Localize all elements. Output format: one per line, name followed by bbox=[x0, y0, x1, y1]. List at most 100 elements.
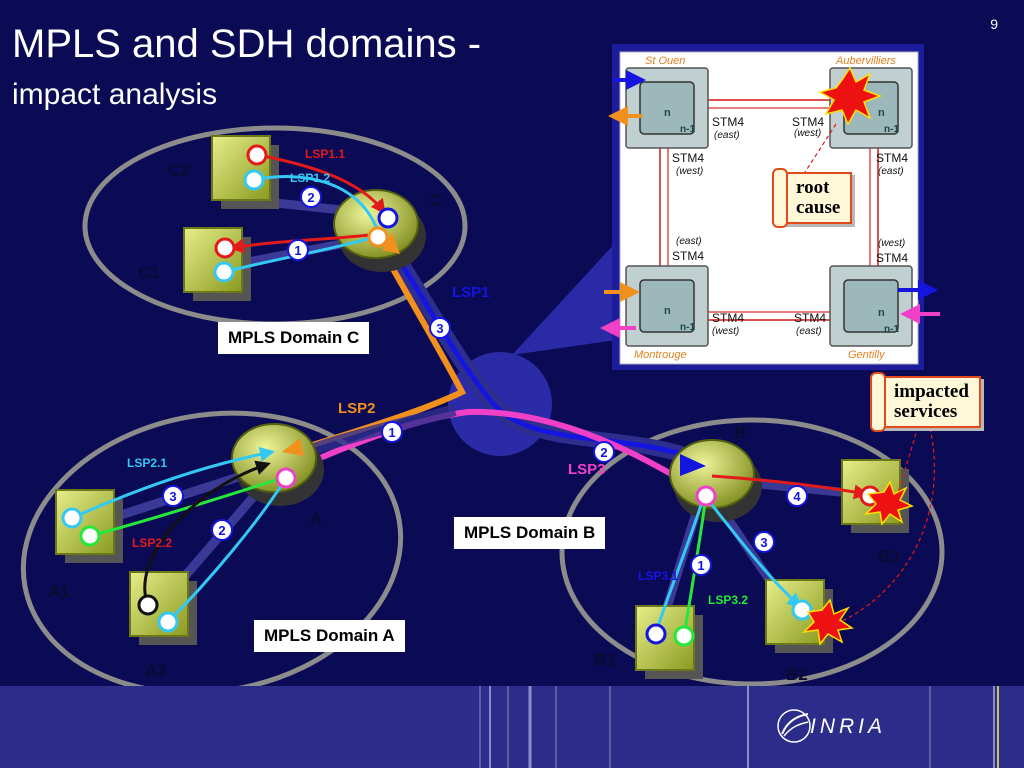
link-number-a-a2: 2 bbox=[218, 523, 225, 538]
lsp-label-lsp1: LSP1 bbox=[452, 284, 490, 301]
link-badge-a-a1 bbox=[162, 485, 184, 507]
router-a bbox=[231, 423, 324, 506]
lsp1-arrowhead bbox=[680, 454, 706, 476]
lsp2-1-path bbox=[71, 446, 275, 520]
sdh-dir-aub-east: (east) bbox=[878, 166, 904, 177]
lsp2-arrowhead bbox=[282, 438, 304, 456]
node-label-a1: A1 bbox=[48, 582, 70, 601]
lsp-label-lsp3: LSP3 bbox=[568, 461, 606, 478]
slide-title: MPLS and SDH domains - bbox=[12, 22, 482, 66]
link-number-b-mid: 2 bbox=[600, 445, 607, 460]
link-number-b-b3: 4 bbox=[793, 489, 801, 504]
b3-red-path bbox=[711, 474, 869, 500]
sdh-n-gent: n bbox=[878, 307, 885, 319]
link-number-c-c1: 1 bbox=[294, 243, 301, 258]
link-badge-a-mid bbox=[381, 421, 403, 443]
lsp-label-lsp1-1: LSP1.1 bbox=[305, 147, 345, 161]
lsp1-up-arrowhead bbox=[382, 232, 400, 254]
impacted-line2: services bbox=[894, 401, 958, 422]
link-number-b-b2: 3 bbox=[760, 535, 767, 550]
sdh-stm4-stouen-west: STM4 bbox=[672, 151, 704, 165]
lsp1-1-path bbox=[257, 153, 386, 215]
sdh-n-aub: n bbox=[878, 107, 885, 119]
link-badge-b-b3 bbox=[786, 485, 808, 507]
c1-red-path bbox=[229, 232, 379, 254]
inria-logo-icon bbox=[777, 709, 811, 743]
node-label-c1: C1 bbox=[138, 263, 160, 282]
b2-cyan-path bbox=[706, 499, 803, 608]
link-number-c-c2: 2 bbox=[307, 190, 314, 205]
impacted-line1: impacted bbox=[894, 381, 969, 402]
link-number-b-b1: 1 bbox=[697, 558, 704, 573]
lsp-label-lsp2: LSP2 bbox=[338, 400, 376, 417]
link-badge-b-mid bbox=[593, 441, 615, 463]
slide-subtitle: impact analysis bbox=[12, 78, 218, 111]
domain-c-label: MPLS Domain C bbox=[218, 322, 370, 354]
sdh-stm4-stouen-east: STM4 bbox=[712, 115, 744, 129]
node-label-a: A bbox=[310, 509, 322, 528]
lsp3-trunk bbox=[290, 408, 706, 497]
lsp2-2-path bbox=[143, 460, 271, 606]
inria-logo-text: INRIA bbox=[810, 715, 887, 738]
link-badge-c-c1 bbox=[287, 239, 309, 261]
sdh-dir-stouen-west: (west) bbox=[676, 166, 703, 177]
lsp-label-lsp1-2: LSP1.2 bbox=[290, 171, 330, 185]
sdh-root-cause-burst-icon bbox=[818, 66, 883, 126]
link-badge-b-b2 bbox=[753, 531, 775, 553]
sdh-dir-stouen-east: (east) bbox=[714, 130, 740, 141]
sdh-n1-aub: n-1 bbox=[884, 124, 899, 135]
sdh-dir-mont-east-top: (east) bbox=[676, 236, 702, 247]
footer-decoration bbox=[479, 686, 999, 768]
switch-c2 bbox=[211, 135, 279, 209]
domain-a-label: MPLS Domain A bbox=[254, 620, 405, 652]
lsp1-trunk bbox=[379, 235, 703, 468]
lsp1-2-path bbox=[253, 175, 380, 233]
link-badge-a-a2 bbox=[211, 519, 233, 541]
sdh-n1-gent: n-1 bbox=[884, 324, 899, 335]
root-cause-line2: cause bbox=[796, 197, 841, 218]
sdh-site-aubervilliers: Aubervilliers bbox=[835, 55, 896, 67]
footer-bar bbox=[0, 686, 1024, 768]
lsp-label-lsp2-2: LSP2.2 bbox=[132, 536, 172, 550]
sdh-n1-stouen: n-1 bbox=[680, 124, 695, 135]
sdh-stm4-gent-west: STM4 bbox=[794, 311, 826, 325]
lsp-label-lsp2-1: LSP2.1 bbox=[127, 456, 167, 470]
sdh-n-mont: n bbox=[664, 305, 671, 317]
root-cause-line1: root bbox=[796, 177, 830, 198]
node-label-b3: B3 bbox=[878, 547, 900, 566]
domain-b-ellipse bbox=[559, 417, 945, 687]
sdh-service-arrows bbox=[600, 70, 940, 338]
sdh-n1-mont: n-1 bbox=[680, 322, 695, 333]
sdh-dir-gent-east: (east) bbox=[796, 326, 822, 337]
node-label-c: C bbox=[430, 191, 442, 210]
impact-callout-lines bbox=[829, 419, 935, 627]
sdh-link-wedge bbox=[512, 240, 618, 355]
lsp-label-lsp3-1: LSP3.1 bbox=[638, 569, 678, 583]
sdh-panel bbox=[612, 44, 924, 370]
link-number-a-a1: 3 bbox=[169, 489, 176, 504]
node-label-c2: C2 bbox=[168, 161, 190, 180]
sdh-dir-gent-west-top: (west) bbox=[878, 238, 905, 249]
root-cause-callout: root cause bbox=[771, 168, 853, 228]
switch-b1 bbox=[635, 605, 703, 679]
sdh-stm4-aub-east: STM4 bbox=[876, 151, 908, 165]
sdh-site-montrouge: Montrouge bbox=[634, 349, 687, 361]
impacted-services-callout: impacted services bbox=[870, 372, 981, 432]
link-number-c-mid: 3 bbox=[436, 321, 443, 336]
domain-b-label: MPLS Domain B bbox=[454, 517, 606, 549]
sdh-site-st-ouen: St Ouen bbox=[645, 55, 685, 67]
sdh-dir-aub-west: (west) bbox=[794, 128, 821, 139]
sdh-stm4-mont-top: STM4 bbox=[672, 249, 704, 263]
node-label-a2: A2 bbox=[145, 661, 167, 680]
sdh-stm4-aub-west: STM4 bbox=[792, 115, 824, 129]
failure-burst-icon-b2 bbox=[801, 598, 855, 646]
link-badge-c-mid bbox=[429, 317, 451, 339]
sdh-stm4-gent-top: STM4 bbox=[876, 251, 908, 265]
link-number-a-mid: 1 bbox=[388, 425, 395, 440]
node-label-b1: B1 bbox=[594, 650, 616, 669]
lsp-label-lsp3-2: LSP3.2 bbox=[708, 593, 748, 607]
lsp2-green-path bbox=[89, 476, 283, 538]
link-badge-b-b1 bbox=[690, 554, 712, 576]
failure-burst-icon-b3 bbox=[863, 480, 915, 526]
